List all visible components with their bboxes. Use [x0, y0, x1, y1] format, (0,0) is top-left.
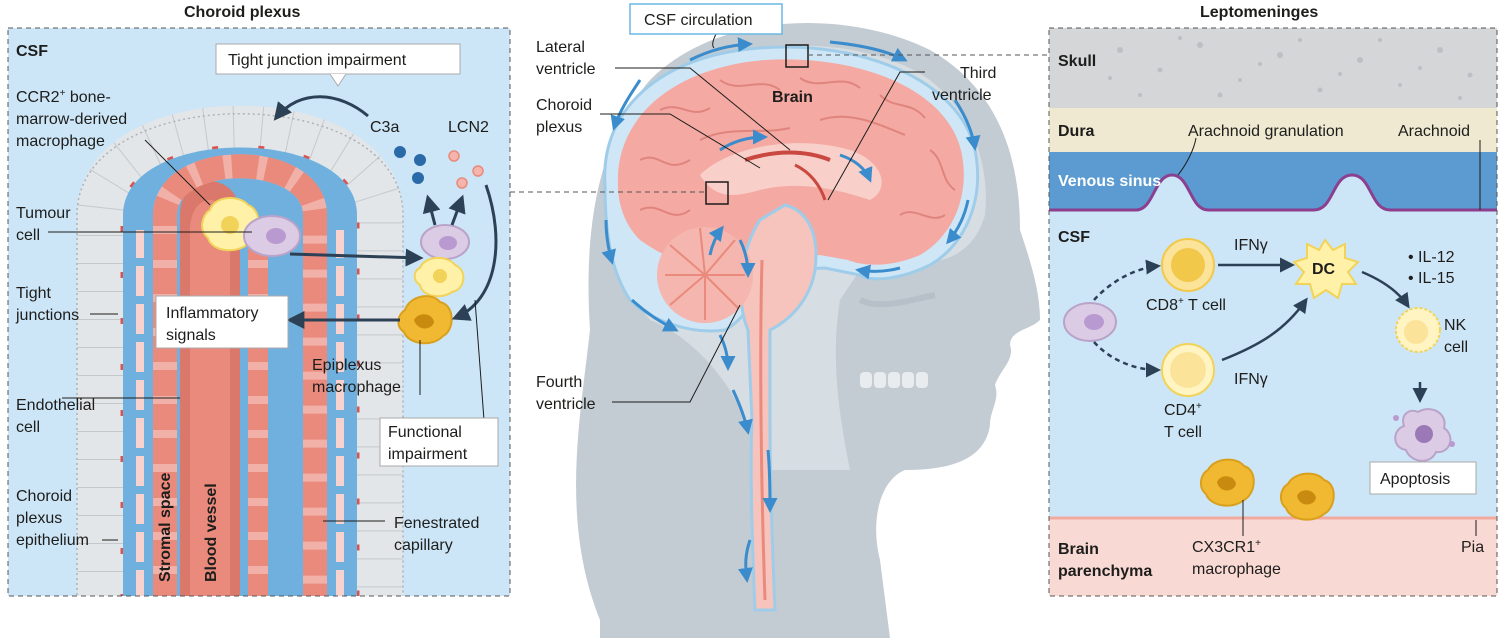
fourth-ventricle-label-2: ventricle	[536, 396, 596, 413]
skull-label: Skull	[1058, 53, 1096, 70]
il15-label: • IL-15	[1408, 270, 1455, 287]
brain-label: Brain	[772, 89, 813, 106]
csf-circulation-box	[629, 3, 783, 35]
lepto-csf-label: CSF	[1058, 229, 1090, 246]
fenestrated-label-1: Fenestrated	[394, 515, 479, 532]
ifng-label-2: IFNγ	[1234, 371, 1268, 388]
fourth-ventricle-label-1: Fourth	[536, 374, 582, 391]
cd4-t-cell	[1161, 343, 1215, 397]
cx3cr1-label-2: macrophage	[1192, 561, 1281, 578]
choroid-csf-label: CSF	[16, 43, 48, 60]
inset-box-leptomeninges	[785, 44, 809, 68]
third-ventricle-label-2: ventricle	[932, 87, 992, 104]
cerebellum	[657, 227, 753, 323]
inflammatory-signals-label-2: signals	[166, 327, 216, 344]
blood-vessel-label: Blood vessel	[203, 483, 220, 582]
csf-flow-arrows	[601, 37, 981, 583]
cx3cr1-macrophage-cells	[1200, 458, 1335, 521]
inset-box-choroid	[705, 181, 729, 205]
csf-circulation-label: CSF circulation	[644, 12, 752, 29]
c3a-label: C3a	[370, 119, 399, 136]
third-ventricle-label-1: Third	[960, 65, 996, 82]
endothelial-label-2: cell	[16, 419, 40, 436]
lepto-arrows	[1218, 257, 1428, 403]
inflammatory-signals-label-1: Inflammatory	[166, 305, 258, 322]
choroid-panel-border	[7, 27, 511, 597]
fenestrated-label-2: capillary	[394, 537, 453, 554]
c3a-particles	[394, 146, 426, 184]
choroid-plexus-center-label-2: plexus	[536, 119, 582, 136]
tumour-cell	[243, 215, 301, 257]
functional-impairment-label-1: Functional	[388, 424, 462, 441]
cd4-label-2: T cell	[1164, 424, 1202, 441]
endothelial-label-1: Endothelial	[16, 397, 95, 414]
ccr2-label-1: CCR2+ bone-	[16, 88, 111, 106]
apoptosis-label: Apoptosis	[1380, 471, 1450, 488]
choroid-plexus-center-label-1: Choroid	[536, 97, 592, 114]
tumour-cell-label-1: Tumour	[16, 205, 71, 222]
dc-label: DC	[1312, 261, 1336, 278]
il12-label: • IL-12	[1408, 249, 1455, 266]
ifng-label-1: IFNγ	[1234, 237, 1268, 254]
cd4-label-1: CD4+	[1164, 401, 1202, 419]
lateral-ventricle-label-2: ventricle	[536, 61, 596, 78]
choroid-arrows	[273, 95, 498, 329]
arachnoid-label: Arachnoid	[1398, 123, 1470, 140]
lepto-title: Leptomeninges	[1200, 4, 1318, 21]
tight-junctions-label-2: junctions	[15, 307, 79, 324]
stromal-space-label: Stromal space	[157, 473, 174, 582]
lepto-tumour-cell	[1063, 302, 1117, 342]
brain-parenchyma-label-2: parenchyma	[1058, 563, 1152, 580]
cd8-t-cell	[1161, 238, 1215, 292]
epiplexus-label-2: macrophage	[312, 379, 401, 396]
epiplexus-label-1: Epiplexus	[312, 357, 381, 374]
venous-sinus-label: Venous sinus	[1058, 173, 1161, 190]
lcn2-label: LCN2	[448, 119, 489, 136]
arachnoid-granulation-label: Arachnoid granulation	[1188, 123, 1344, 140]
cpe-label-2: plexus	[16, 510, 62, 527]
brain-gyri	[639, 77, 956, 219]
pia-label: Pia	[1461, 539, 1484, 556]
cd8-label: CD8+ T cell	[1146, 296, 1226, 314]
ccr2-label-2: marrow-derived	[16, 111, 127, 128]
tight-junctions-label-1: Tight	[16, 285, 52, 302]
nk-label-1: NK	[1444, 317, 1467, 334]
choroid-title: Choroid plexus	[184, 4, 301, 21]
cpe-label-3: epithelium	[16, 532, 89, 549]
nk-label-2: cell	[1444, 339, 1468, 356]
nk-cell	[1395, 307, 1441, 353]
apoptosis-box	[1369, 461, 1477, 495]
cx3cr1-label-1: CX3CR1+	[1192, 538, 1261, 556]
lcn2-particles	[448, 150, 484, 189]
lateral-ventricle-label-1: Lateral	[536, 39, 585, 56]
inflammatory-signals-box	[155, 295, 289, 349]
csf-cluster-cells	[413, 224, 470, 298]
cpe-label-1: Choroid	[16, 488, 72, 505]
functional-impairment-box	[379, 417, 499, 467]
lepto-panel-border	[1048, 27, 1498, 597]
dendritic-cell	[1292, 238, 1360, 300]
ccr2-label-3: macrophage	[16, 133, 105, 150]
tight-junction-impairment-label: Tight junction impairment	[228, 52, 407, 69]
functional-impairment-label-2: impairment	[388, 446, 468, 463]
dura-label: Dura	[1058, 123, 1095, 140]
brain-parenchyma-label-1: Brain	[1058, 541, 1099, 558]
epiplexus-macrophage-cell	[397, 295, 453, 345]
tumour-cell-label-2: cell	[16, 227, 40, 244]
apoptotic-cell	[1393, 408, 1455, 462]
